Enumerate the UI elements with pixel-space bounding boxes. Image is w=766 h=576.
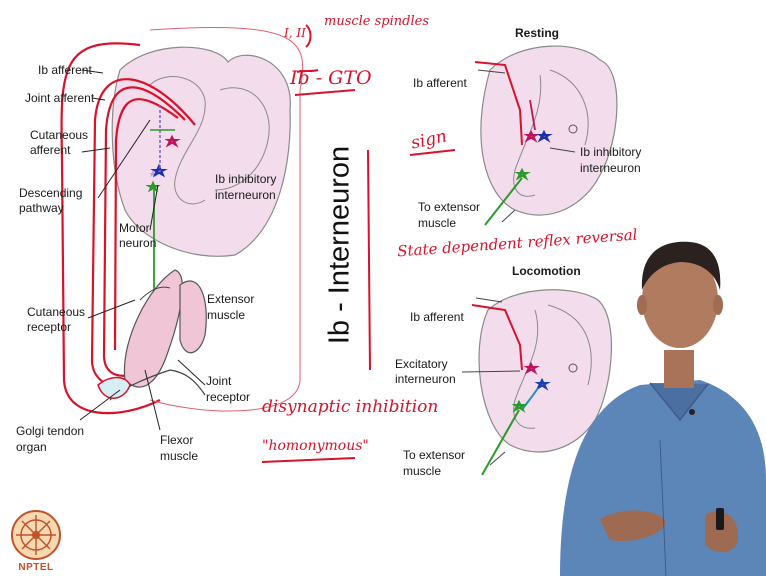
label-golgi-line2: organ (16, 440, 47, 455)
label-cutaneous-receptor-line1: Cutaneous (27, 305, 85, 320)
title-ib-interneuron: Ib - Interneuron (322, 120, 358, 370)
label-ib-inhibitory-line2: interneuron (215, 188, 276, 203)
label-motor-neuron-line2: neuron (119, 236, 156, 251)
label-descending-line1: Descending (19, 186, 82, 201)
label-flexor-line2: muscle (160, 449, 198, 464)
label-resting-extensor-line2: muscle (418, 216, 456, 231)
right-top-cord (475, 46, 617, 225)
label-resting-ib-inhib-line2: interneuron (580, 161, 641, 176)
label-ib-afferent: Ib afferent (38, 63, 92, 78)
label-resting-extensor-line1: To extensor (418, 200, 480, 215)
label-loco-excitatory-line1: Excitatory (395, 357, 448, 372)
label-resting-ib-afferent: Ib afferent (413, 76, 467, 91)
nptel-text: NPTEL (8, 562, 64, 573)
label-resting-ib-inhib-line1: Ib inhibitory (580, 145, 641, 160)
hand-disynaptic: disynaptic inhibition (262, 397, 438, 417)
label-extensor-line2: muscle (207, 308, 245, 323)
label-loco-excitatory-line2: interneuron (395, 372, 456, 387)
label-cutaneous-afferent-line1: Cutaneous (30, 128, 88, 143)
nptel-logo: NPTEL (8, 505, 64, 575)
label-joint-afferent: Joint afferent (25, 91, 94, 106)
label-cutaneous-receptor-line2: receptor (27, 320, 71, 335)
hand-homonymous: "homonymous" (262, 438, 369, 454)
hand-roman-numerals: I, II (284, 26, 306, 40)
label-loco-ib-afferent: Ib afferent (410, 310, 464, 325)
hand-muscle-spindles: muscle spindles (324, 14, 429, 29)
label-extensor-line1: Extensor (207, 292, 254, 307)
nptel-emblem-icon (8, 505, 64, 563)
hand-ib-gto: Ib - GTO (290, 67, 372, 89)
label-descending-line2: pathway (19, 201, 64, 216)
label-joint-receptor-line1: Joint (206, 374, 231, 389)
label-motor-neuron-line1: Motor (119, 221, 150, 236)
label-loco-extensor-line2: muscle (403, 464, 441, 479)
title-text: Ib - Interneuron (324, 146, 357, 344)
label-joint-receptor-line2: receptor (206, 390, 250, 405)
heading-resting: Resting (515, 26, 559, 41)
label-golgi-line1: Golgi tendon (16, 424, 84, 439)
label-flexor-line1: Flexor (160, 433, 193, 448)
label-ib-inhibitory-line1: Ib inhibitory (215, 172, 276, 187)
heading-locomotion: Locomotion (512, 264, 581, 279)
label-cutaneous-afferent-line2: afferent (30, 143, 70, 158)
label-loco-extensor-line1: To extensor (403, 448, 465, 463)
